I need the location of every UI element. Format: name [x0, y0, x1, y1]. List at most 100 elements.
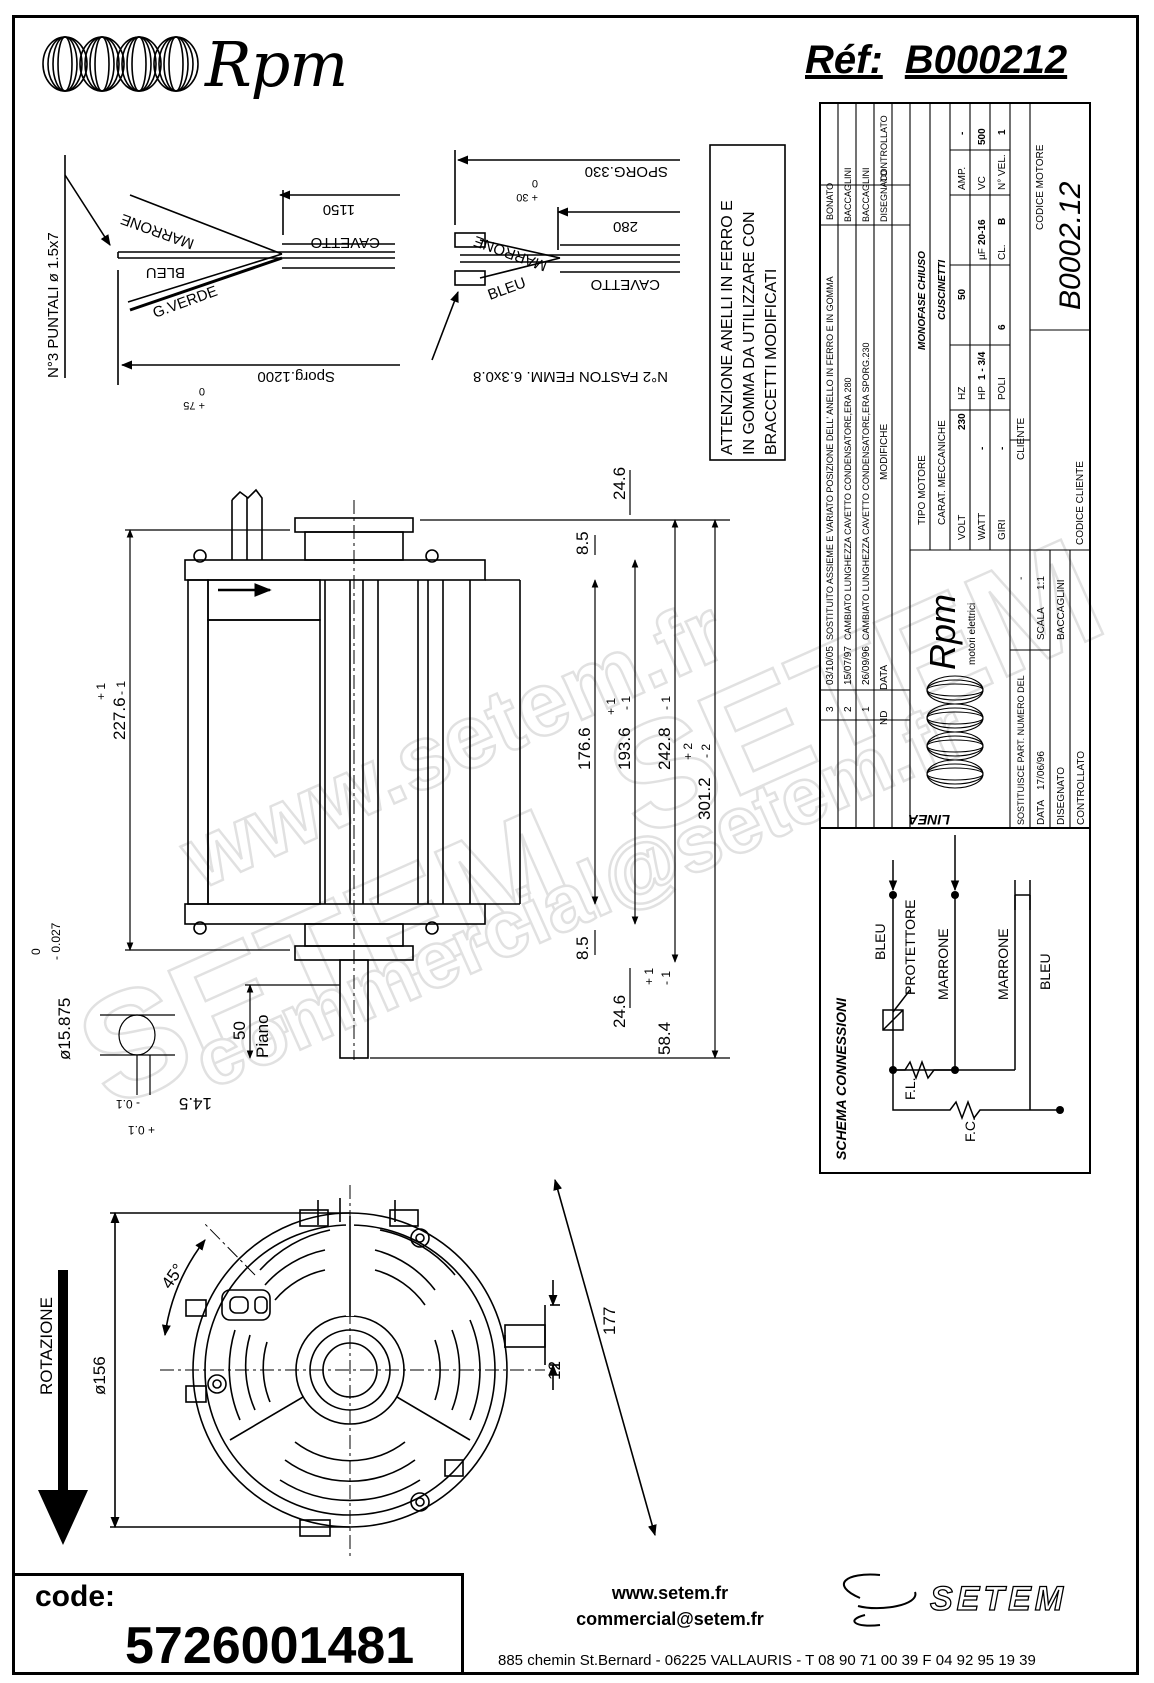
- left-sporg-tol-plus: + 75: [183, 399, 205, 411]
- schema-title: SCHEMA CONNESSIONI: [833, 997, 849, 1160]
- ref-value: B000212: [904, 38, 1068, 82]
- rev3-n: 3: [825, 706, 836, 712]
- cl-value: B: [997, 218, 1008, 225]
- sostituisce-value: -: [1016, 577, 1027, 580]
- schema-fc: F.C.: [962, 1117, 978, 1142]
- volt-label: VOLT: [957, 515, 968, 540]
- uf-value: 20-16: [977, 219, 988, 245]
- hp-label: HP: [977, 386, 988, 400]
- codice-cliente-label: CODICE CLIENTE: [1075, 461, 1086, 545]
- ref-label: Réf:: [805, 38, 883, 82]
- giri-label: GIRI: [997, 519, 1008, 540]
- scala-value: 1:1: [1036, 576, 1047, 590]
- tipo-motore-value: MONOFASE CHIUSO: [917, 251, 928, 350]
- shaft-dia: ø15.875: [55, 998, 74, 1060]
- page-frame: [12, 15, 1139, 1675]
- poli-label: POLI: [997, 377, 1008, 400]
- controllato-label: CONTROLLATO: [1076, 751, 1087, 825]
- watt-label: WATT: [977, 513, 988, 540]
- hdr-nd: ND: [879, 711, 890, 725]
- setem-swoosh-logo: [843, 1573, 917, 1627]
- left-cavetto-label: CAVETTO: [311, 234, 380, 251]
- dim-242-tol-minus: - 1: [659, 696, 673, 710]
- dim-176: 176.6: [575, 727, 594, 770]
- vc-label: VC: [977, 176, 988, 190]
- footer-brand: SETEM: [929, 1579, 1068, 1618]
- footer-address: 885 chemin St.Bernard - 06225 VALLAURIS …: [498, 1652, 1036, 1669]
- dim-227-tol-minus: - 1: [114, 681, 128, 695]
- data-value: 17/06/96: [1036, 751, 1047, 790]
- dim-301-tol-plus: + 2: [681, 743, 695, 760]
- dim-8-top: 8.5: [573, 531, 592, 555]
- footer-contact: www.setem.fr commercial@setem.fr: [560, 1580, 780, 1632]
- rev2-date: 15/07/97: [843, 646, 854, 685]
- schema-marrone1: MARRONE: [935, 928, 951, 1000]
- shaft-tol-zero: 0: [29, 948, 43, 955]
- rpm-coil-logo: [42, 36, 199, 92]
- codice-motore-value: B0002.12: [1054, 181, 1087, 310]
- dim-301: 301.2: [695, 777, 714, 820]
- giri-value: -: [997, 447, 1008, 450]
- watt-value: -: [977, 447, 988, 450]
- cable-left-sketch: [64, 155, 400, 385]
- dim-227-tol-plus: + 1: [94, 683, 108, 700]
- volt-value: 230: [957, 413, 968, 430]
- right-bleu-label: BLEU: [486, 274, 529, 303]
- hdr-data: DATA: [879, 664, 890, 690]
- hz-value: 50: [957, 288, 968, 300]
- reference: Réf: B000212: [805, 38, 1067, 83]
- rev1-sign: BACCAGLINI: [861, 167, 871, 222]
- left-sporg-tol-zero: 0: [199, 385, 205, 397]
- nvel-value: 1: [997, 129, 1008, 135]
- dia-156: ø156: [90, 1356, 109, 1395]
- hdr-disegnato: DISEGNATO: [879, 170, 889, 222]
- sostituisce-label: SOSTITUISCE PART. NUMERO DEL: [1016, 675, 1026, 825]
- dim-24-top: 24.6: [610, 467, 629, 500]
- right-cavetto-label: CAVETTO: [591, 276, 660, 293]
- code-box: code: 5726001481: [12, 1573, 464, 1675]
- schema-bleu1: BLEU: [872, 923, 888, 960]
- carat-value: CUSCINETTI: [937, 260, 948, 320]
- schema-protettore: PROTETTORE: [902, 900, 918, 995]
- motor-front-view: [110, 1178, 657, 1560]
- title-block: 3 03/10/05 SOSTITUITO ASSIEME E VARIATO …: [819, 102, 1091, 829]
- schema-marrone2: MARRONE: [995, 928, 1011, 1000]
- left-gverde-label: G.VERDE: [151, 283, 220, 322]
- warning-line3: BRACCETTI MODIFICATI: [763, 269, 780, 455]
- poli-value: 6: [997, 324, 1008, 330]
- hz-label: HZ: [957, 387, 968, 400]
- motor-side-view: [184, 488, 521, 1060]
- right-sporg-label: SPORG.330: [585, 163, 668, 180]
- footer-email[interactable]: commercial@setem.fr: [576, 1609, 764, 1629]
- flat-tol-plus: + 0.1: [128, 1123, 155, 1137]
- data-label: DATA: [1036, 799, 1047, 825]
- footer-website[interactable]: www.setem.fr: [611, 1583, 729, 1603]
- vc-value: 500: [977, 128, 988, 145]
- dim-193: 193.6: [615, 727, 634, 770]
- watermark: www.setem.fr SETEM SETEM commercial@sete…: [53, 504, 1126, 1140]
- hdr-modifiche: MODIFICHE: [879, 424, 890, 480]
- left-bleu-label: BLEU: [146, 264, 185, 281]
- rotation-arrow: [38, 1270, 88, 1545]
- rev3-date: 03/10/05: [825, 646, 836, 685]
- dim-50: 50: [230, 1021, 249, 1040]
- right-sporg-tol-plus: + 30: [516, 191, 538, 203]
- dim-242: 242.8: [655, 727, 674, 770]
- left-1150-label: 1150: [323, 201, 355, 218]
- rev3-sign: BONATO: [825, 183, 835, 220]
- angle-45: 45°: [158, 1260, 188, 1292]
- amp-value: -: [957, 132, 968, 135]
- dim-193-tol-minus: - 1: [619, 696, 633, 710]
- disegnato-label: DISEGNATO: [1056, 767, 1067, 825]
- rotazione-label: ROTAZIONE: [37, 1297, 56, 1395]
- cable-right-sketch: [431, 150, 680, 361]
- scala-label: SCALA: [1036, 607, 1047, 640]
- dim-58-tol-minus: - 1: [659, 971, 673, 985]
- disegnato-value: BACCAGLINI: [1056, 579, 1067, 640]
- right-sporg-tol-zero: 0: [532, 177, 538, 189]
- rev1-n: 1: [861, 706, 872, 712]
- code-label: code:: [35, 1580, 116, 1613]
- left-sporg-label: Sporg.1200: [257, 368, 335, 385]
- schema-linea: LINEA: [908, 812, 950, 828]
- dim-301-tol-minus: - 2: [699, 744, 713, 758]
